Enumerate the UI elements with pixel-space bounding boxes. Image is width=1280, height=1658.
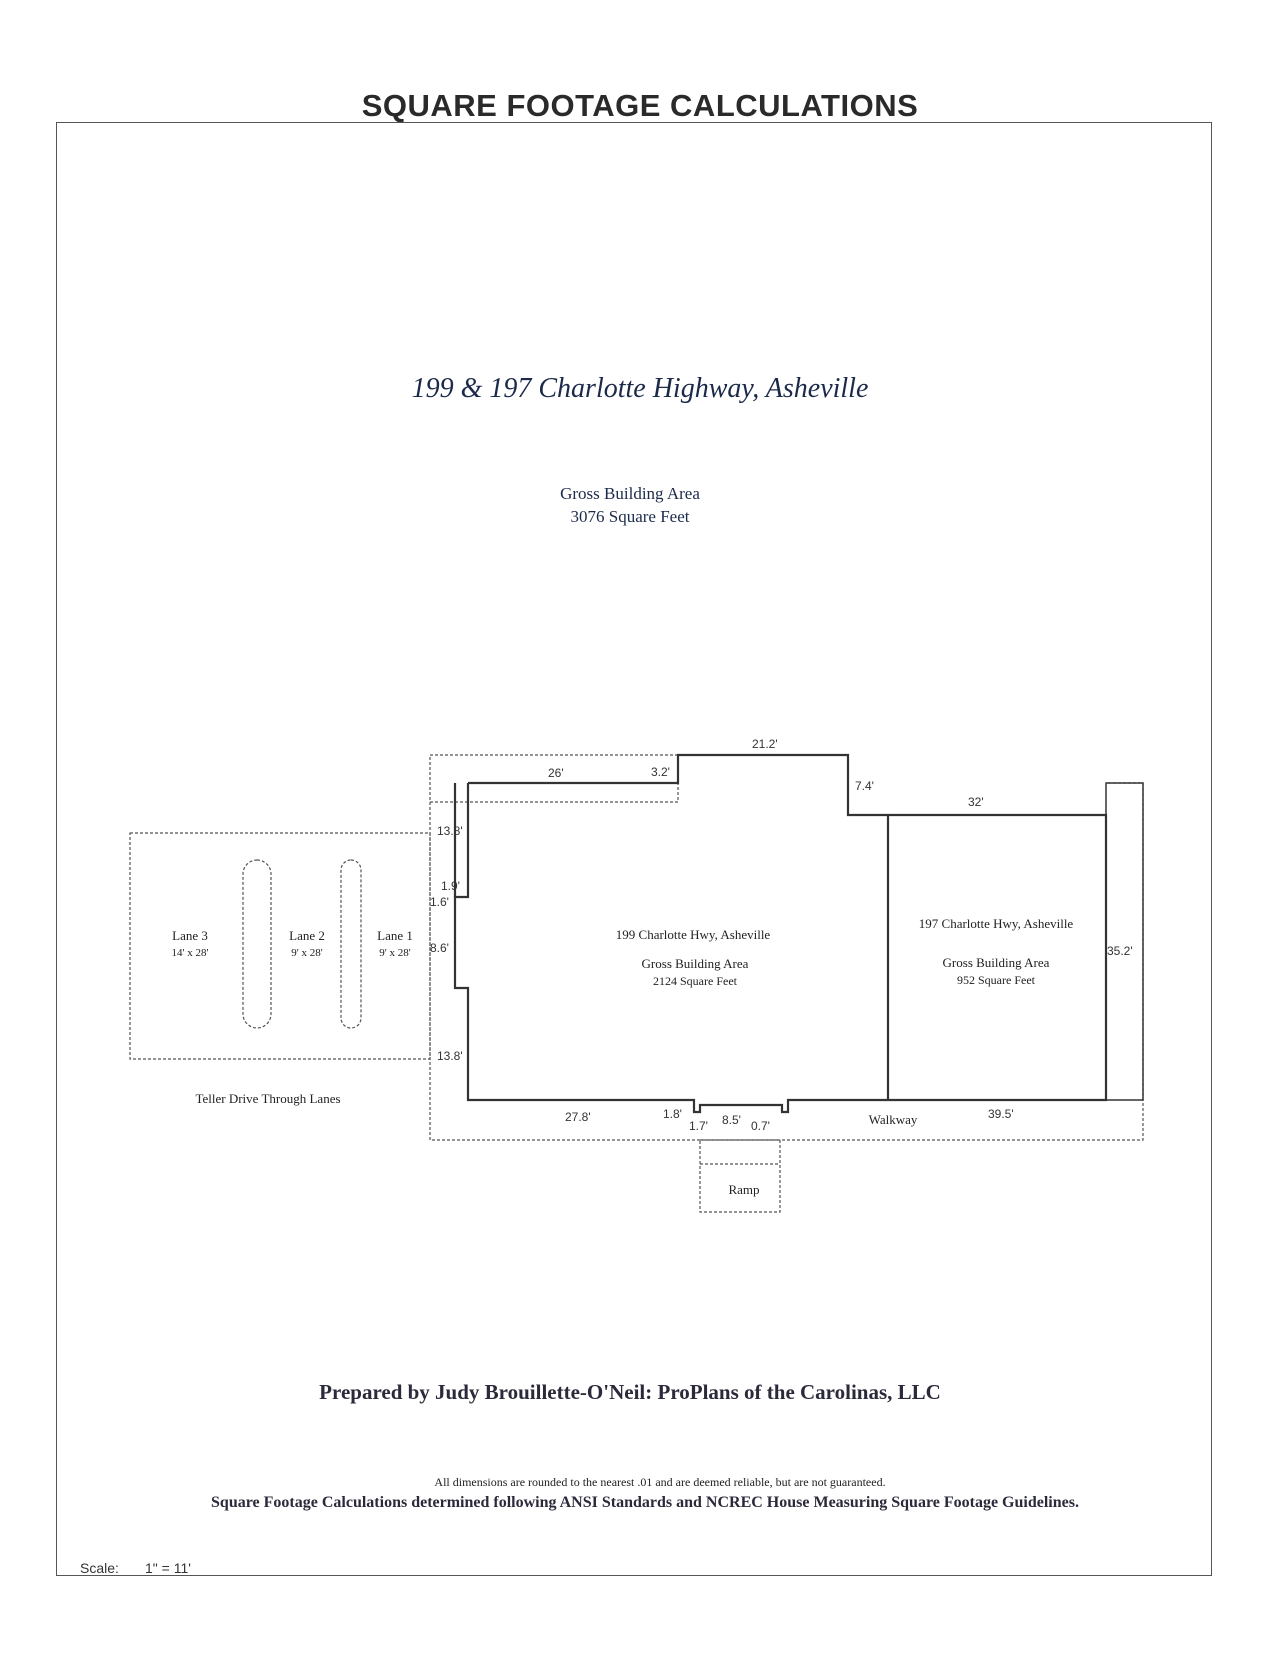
dim-35-2: 35.2' [1107, 944, 1133, 958]
dim-8-6: 8.6' [430, 941, 449, 955]
unit-199-gba-value: 2124 Square Feet [653, 974, 738, 988]
unit-197-name: 197 Charlotte Hwy, Asheville [919, 916, 1074, 931]
gross-area-value: 3076 Square Feet [570, 507, 690, 526]
page-title: SQUARE FOOTAGE CALCULATIONS [361, 88, 919, 123]
unit-197-gba-value: 952 Square Feet [957, 973, 1036, 987]
dim-1-9: 1.9' [441, 879, 460, 893]
dim-39-5: 39.5' [988, 1107, 1014, 1121]
lane-1-size: 9' x 28' [379, 947, 410, 959]
gross-area-label: Gross Building Area [560, 484, 700, 503]
lane-2-size: 9' x 28' [291, 947, 322, 959]
dim-21-2: 21.2' [752, 737, 778, 751]
dim-8-5: 8.5' [722, 1113, 741, 1127]
walkway-label: Walkway [869, 1112, 918, 1127]
lane-3-name: Lane 3 [172, 928, 208, 943]
dim-1-7: 1.7' [689, 1119, 708, 1133]
disclaimer-rounding: All dimensions are rounded to the neares… [434, 1475, 886, 1489]
lane-1-name: Lane 1 [377, 928, 413, 943]
prepared-by: Prepared by Judy Brouillette-O'Neil: Pro… [319, 1380, 941, 1404]
dim-7-4: 7.4' [855, 779, 874, 793]
dim-1-6: 1.6' [430, 895, 449, 909]
dim-13-8-top: 13.8' [437, 824, 463, 838]
lane-2-name: Lane 2 [289, 928, 325, 943]
lane-island-1 [242, 859, 272, 1029]
teller-lanes-area [129, 832, 431, 1060]
dim-32: 32' [968, 795, 984, 809]
unit-199-name: 199 Charlotte Hwy, Asheville [616, 927, 771, 942]
dim-13-8-bottom: 13.8' [437, 1049, 463, 1063]
ramp-area [699, 1139, 781, 1213]
lane-island-2 [340, 859, 362, 1029]
scale-value: 1" = 11' [145, 1560, 191, 1576]
teller-lanes-label: Teller Drive Through Lanes [195, 1091, 340, 1106]
dim-3-2: 3.2' [651, 765, 670, 779]
east-walkway [1105, 782, 1144, 1101]
lane-3-size: 14' x 28' [172, 947, 209, 959]
unit-197-gba-label: Gross Building Area [943, 955, 1050, 970]
unit-199-gba-label: Gross Building Area [642, 956, 749, 971]
building-outline [453, 753, 1108, 1114]
dim-1-8: 1.8' [663, 1107, 682, 1121]
property-address: 199 & 197 Charlotte Highway, Asheville [411, 373, 869, 404]
dim-26: 26' [548, 766, 564, 780]
page-frame [56, 122, 1212, 1576]
ramp-label: Ramp [728, 1182, 759, 1197]
dim-0-7: 0.7' [751, 1119, 770, 1133]
dim-27-8: 27.8' [565, 1110, 591, 1124]
scale-label: Scale: [80, 1560, 119, 1576]
disclaimer-standards: Square Footage Calculations determined f… [211, 1494, 1079, 1511]
